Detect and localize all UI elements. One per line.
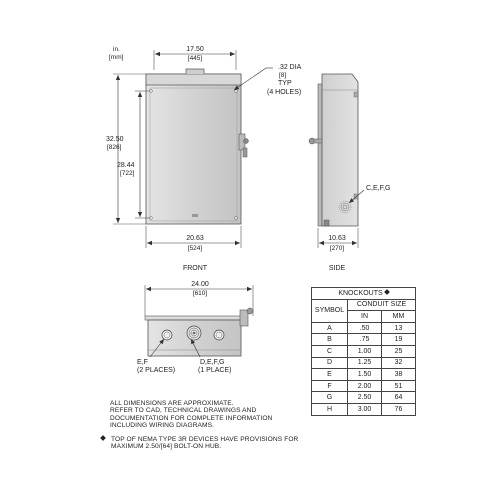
mm-cell: 32 — [381, 356, 416, 370]
knockouts-table: KNOCKOUTS SYMBOL CONDUIT SIZE IN MM A.50… — [311, 287, 416, 416]
hub-note-line: TOP OF NEMA TYPE 3R DEVICES HAVE PROVISI… — [111, 436, 299, 443]
symbol-cell: E — [311, 368, 348, 381]
unit-label-mm: [mm] — [109, 54, 124, 61]
mount-hole — [234, 89, 238, 93]
handle-icon — [238, 133, 249, 158]
bottom-width-mm: [610] — [193, 290, 208, 297]
side-view-label: SIDE — [329, 265, 346, 272]
side-handle-icon — [308, 137, 323, 145]
front-width-mm: [445] — [188, 55, 203, 62]
height-total-in: 32.50 — [106, 136, 124, 143]
in-header: IN — [347, 310, 382, 323]
mount-hole — [234, 216, 238, 220]
knockouts-title: KNOCKOUTS — [338, 289, 383, 297]
mount-hole — [149, 216, 153, 220]
in-cell: .75 — [347, 333, 382, 346]
height-mount-mm: [722] — [120, 170, 135, 177]
knockout-right-icon — [213, 329, 225, 341]
mm-cell: 76 — [381, 402, 416, 416]
in-cell: 1.50 — [347, 368, 382, 381]
symbol-cell: H — [311, 402, 348, 416]
flange-width-mm: [524] — [188, 245, 203, 252]
diamond-icon — [100, 435, 106, 441]
bottom-width-in: 24.00 — [191, 281, 209, 288]
symbol-cell: F — [311, 379, 348, 393]
bottom-view: 24.00 [610] E,F (2 PLACES — [137, 281, 254, 374]
hole-dia-in: .32 DIA — [278, 64, 302, 71]
front-view-label: FRONT — [183, 265, 208, 272]
hole-dia-mm: [8] — [279, 72, 286, 79]
approx-note: ALL DIMENSIONS ARE APPROXIMATE. REFER TO… — [110, 400, 272, 430]
side-view: C,E,F,G 10.63 [270] SIDE — [308, 73, 391, 272]
mm-header: MM — [381, 310, 416, 323]
in-cell: 2.50 — [347, 391, 382, 404]
front-width-in: 17.50 — [186, 46, 204, 53]
symbol-cell: C — [311, 344, 348, 358]
height-total-mm: [826] — [107, 144, 122, 151]
side-knockout-icon — [338, 200, 352, 214]
conduit-size-header: CONDUIT SIZE — [347, 298, 416, 312]
hole-typ: TYP — [278, 80, 292, 87]
left-knockout-places: (2 PLACES) — [137, 367, 175, 374]
knockout-left-icon — [161, 329, 173, 341]
center-knockout-places: (1 PLACE) — [198, 367, 231, 374]
left-knockout-label: E,F — [137, 359, 148, 366]
mm-cell: 13 — [381, 321, 416, 335]
mm-cell: 38 — [381, 368, 416, 381]
mm-cell: 64 — [381, 391, 416, 404]
flange-width-in: 20.63 — [186, 235, 204, 242]
in-cell: 3.00 — [347, 402, 382, 416]
mm-cell: 19 — [381, 333, 416, 346]
in-cell: 2.00 — [347, 379, 382, 393]
center-knockout-label: D,E,F,G — [200, 359, 225, 366]
side-knockout-label: C,E,F,G — [366, 185, 391, 192]
approx-note-line: DOCUMENTATION FOR COMPLETE INFORMATION — [110, 414, 273, 422]
knockout-center-icon — [186, 325, 202, 341]
front-view: 17.50 [445] .32 DIA [8] TYP (4 HOLES) — [106, 46, 302, 272]
hub-note: TOP OF NEMA TYPE 3R DEVICES HAVE PROVISI… — [100, 435, 299, 451]
diamond-icon — [383, 288, 390, 295]
unit-label-in: in. — [113, 46, 120, 53]
approx-note-line: ALL DIMENSIONS ARE APPROXIMATE. — [110, 400, 234, 407]
symbol-cell: D — [311, 356, 348, 370]
mount-hole — [149, 89, 153, 93]
symbol-cell: G — [311, 391, 348, 404]
symbol-cell: B — [311, 333, 348, 346]
mm-cell: 51 — [381, 379, 416, 393]
approx-note-line: REFER TO CAD, TECHNICAL DRAWINGS AND — [110, 407, 257, 415]
side-depth-mm: [270] — [330, 245, 345, 252]
in-cell: 1.25 — [347, 356, 382, 370]
in-cell: 1.00 — [347, 344, 382, 358]
height-mount-in: 28.44 — [117, 162, 135, 169]
knockouts-title-cell: KNOCKOUTS — [311, 287, 416, 300]
mm-cell: 25 — [381, 344, 416, 358]
side-depth-in: 10.63 — [328, 235, 346, 242]
hole-count: (4 HOLES) — [267, 89, 301, 96]
symbol-cell: A — [311, 321, 348, 335]
hub-note-line: MAXIMUM 2.50/[64] BOLT-ON HUB. — [111, 443, 222, 451]
in-cell: .50 — [347, 321, 382, 335]
symbol-header: SYMBOL — [311, 298, 348, 323]
bottom-handle-icon — [239, 307, 254, 327]
approx-note-line: INCLUDING WIRING DIAGRAMS. — [110, 422, 215, 430]
